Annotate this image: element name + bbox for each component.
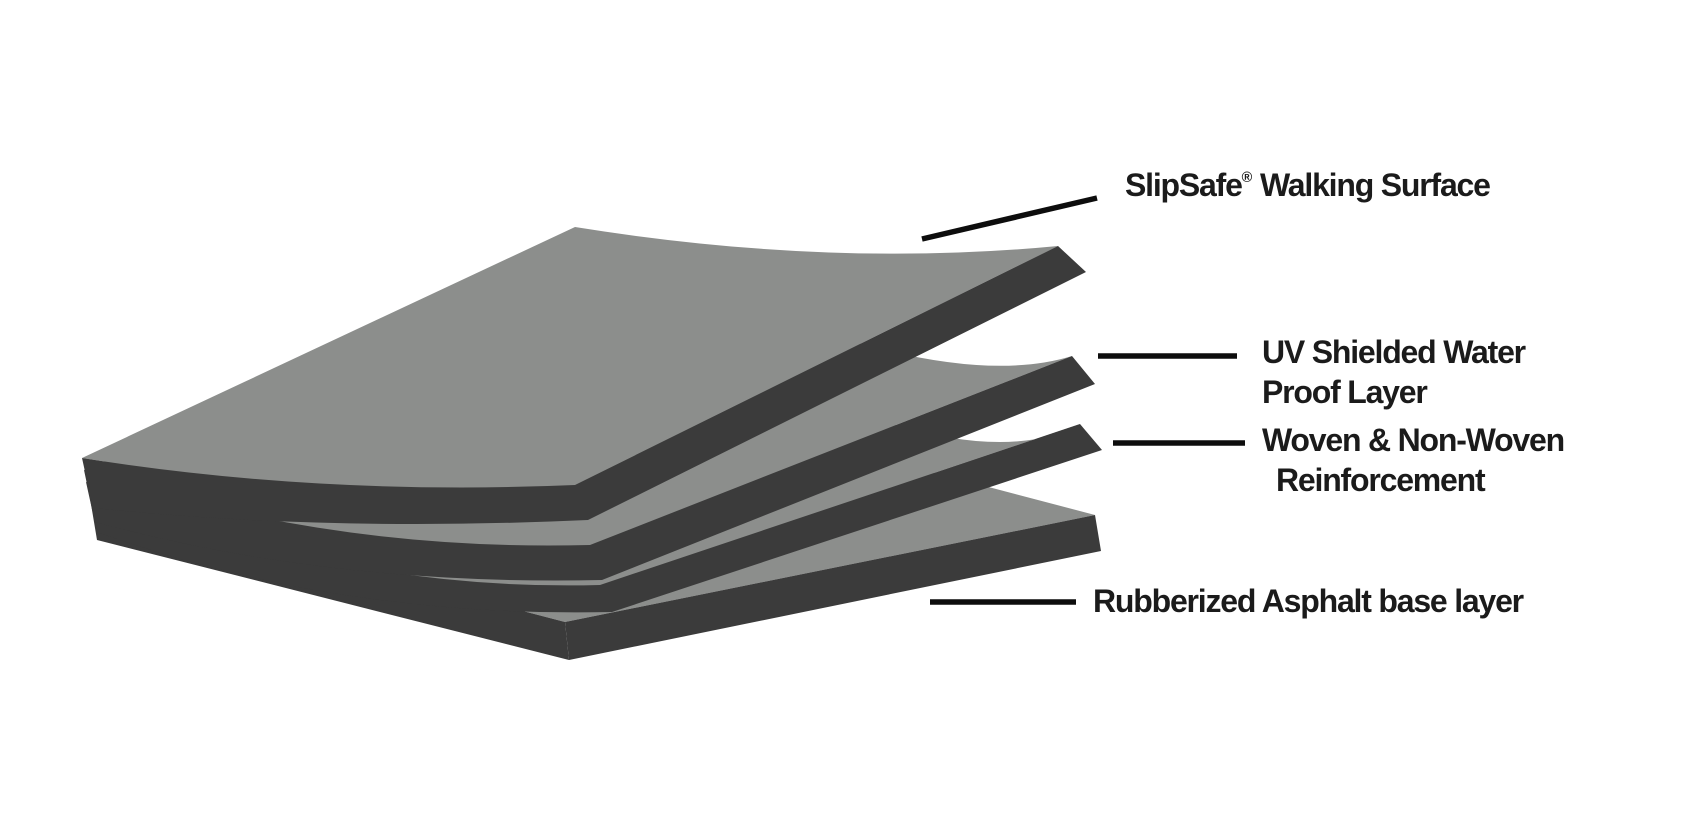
layer1-top-face bbox=[82, 227, 1058, 488]
label-reinforcement-line2: Reinforcement bbox=[1276, 462, 1486, 498]
layer1-edge-band bbox=[82, 246, 1086, 524]
label-reinforcement-line1: Woven & Non-Woven bbox=[1262, 422, 1565, 458]
label-waterproof-line2: Proof Layer bbox=[1262, 374, 1428, 410]
label-walking-surface: SlipSafe® Walking Surface bbox=[1125, 158, 1491, 205]
label-waterproof-line1: UV Shielded Water bbox=[1262, 334, 1526, 370]
label-walking-surface-rest: Walking Surface bbox=[1252, 167, 1491, 203]
label-waterproof-layer: UV Shielded Water Proof Layer bbox=[1262, 332, 1526, 412]
label-base-layer: Rubberized Asphalt base layer bbox=[1093, 581, 1524, 621]
label-reinforcement-layer: Woven & Non-Woven Reinforcement bbox=[1262, 420, 1565, 500]
leader-line-layer1 bbox=[921, 195, 1098, 242]
label-base-layer-text: Rubberized Asphalt base layer bbox=[1093, 583, 1524, 619]
registered-trademark-symbol: ® bbox=[1241, 170, 1253, 186]
label-walking-surface-brand: SlipSafe bbox=[1125, 167, 1243, 203]
layer4-right-edge-band bbox=[565, 515, 1101, 660]
